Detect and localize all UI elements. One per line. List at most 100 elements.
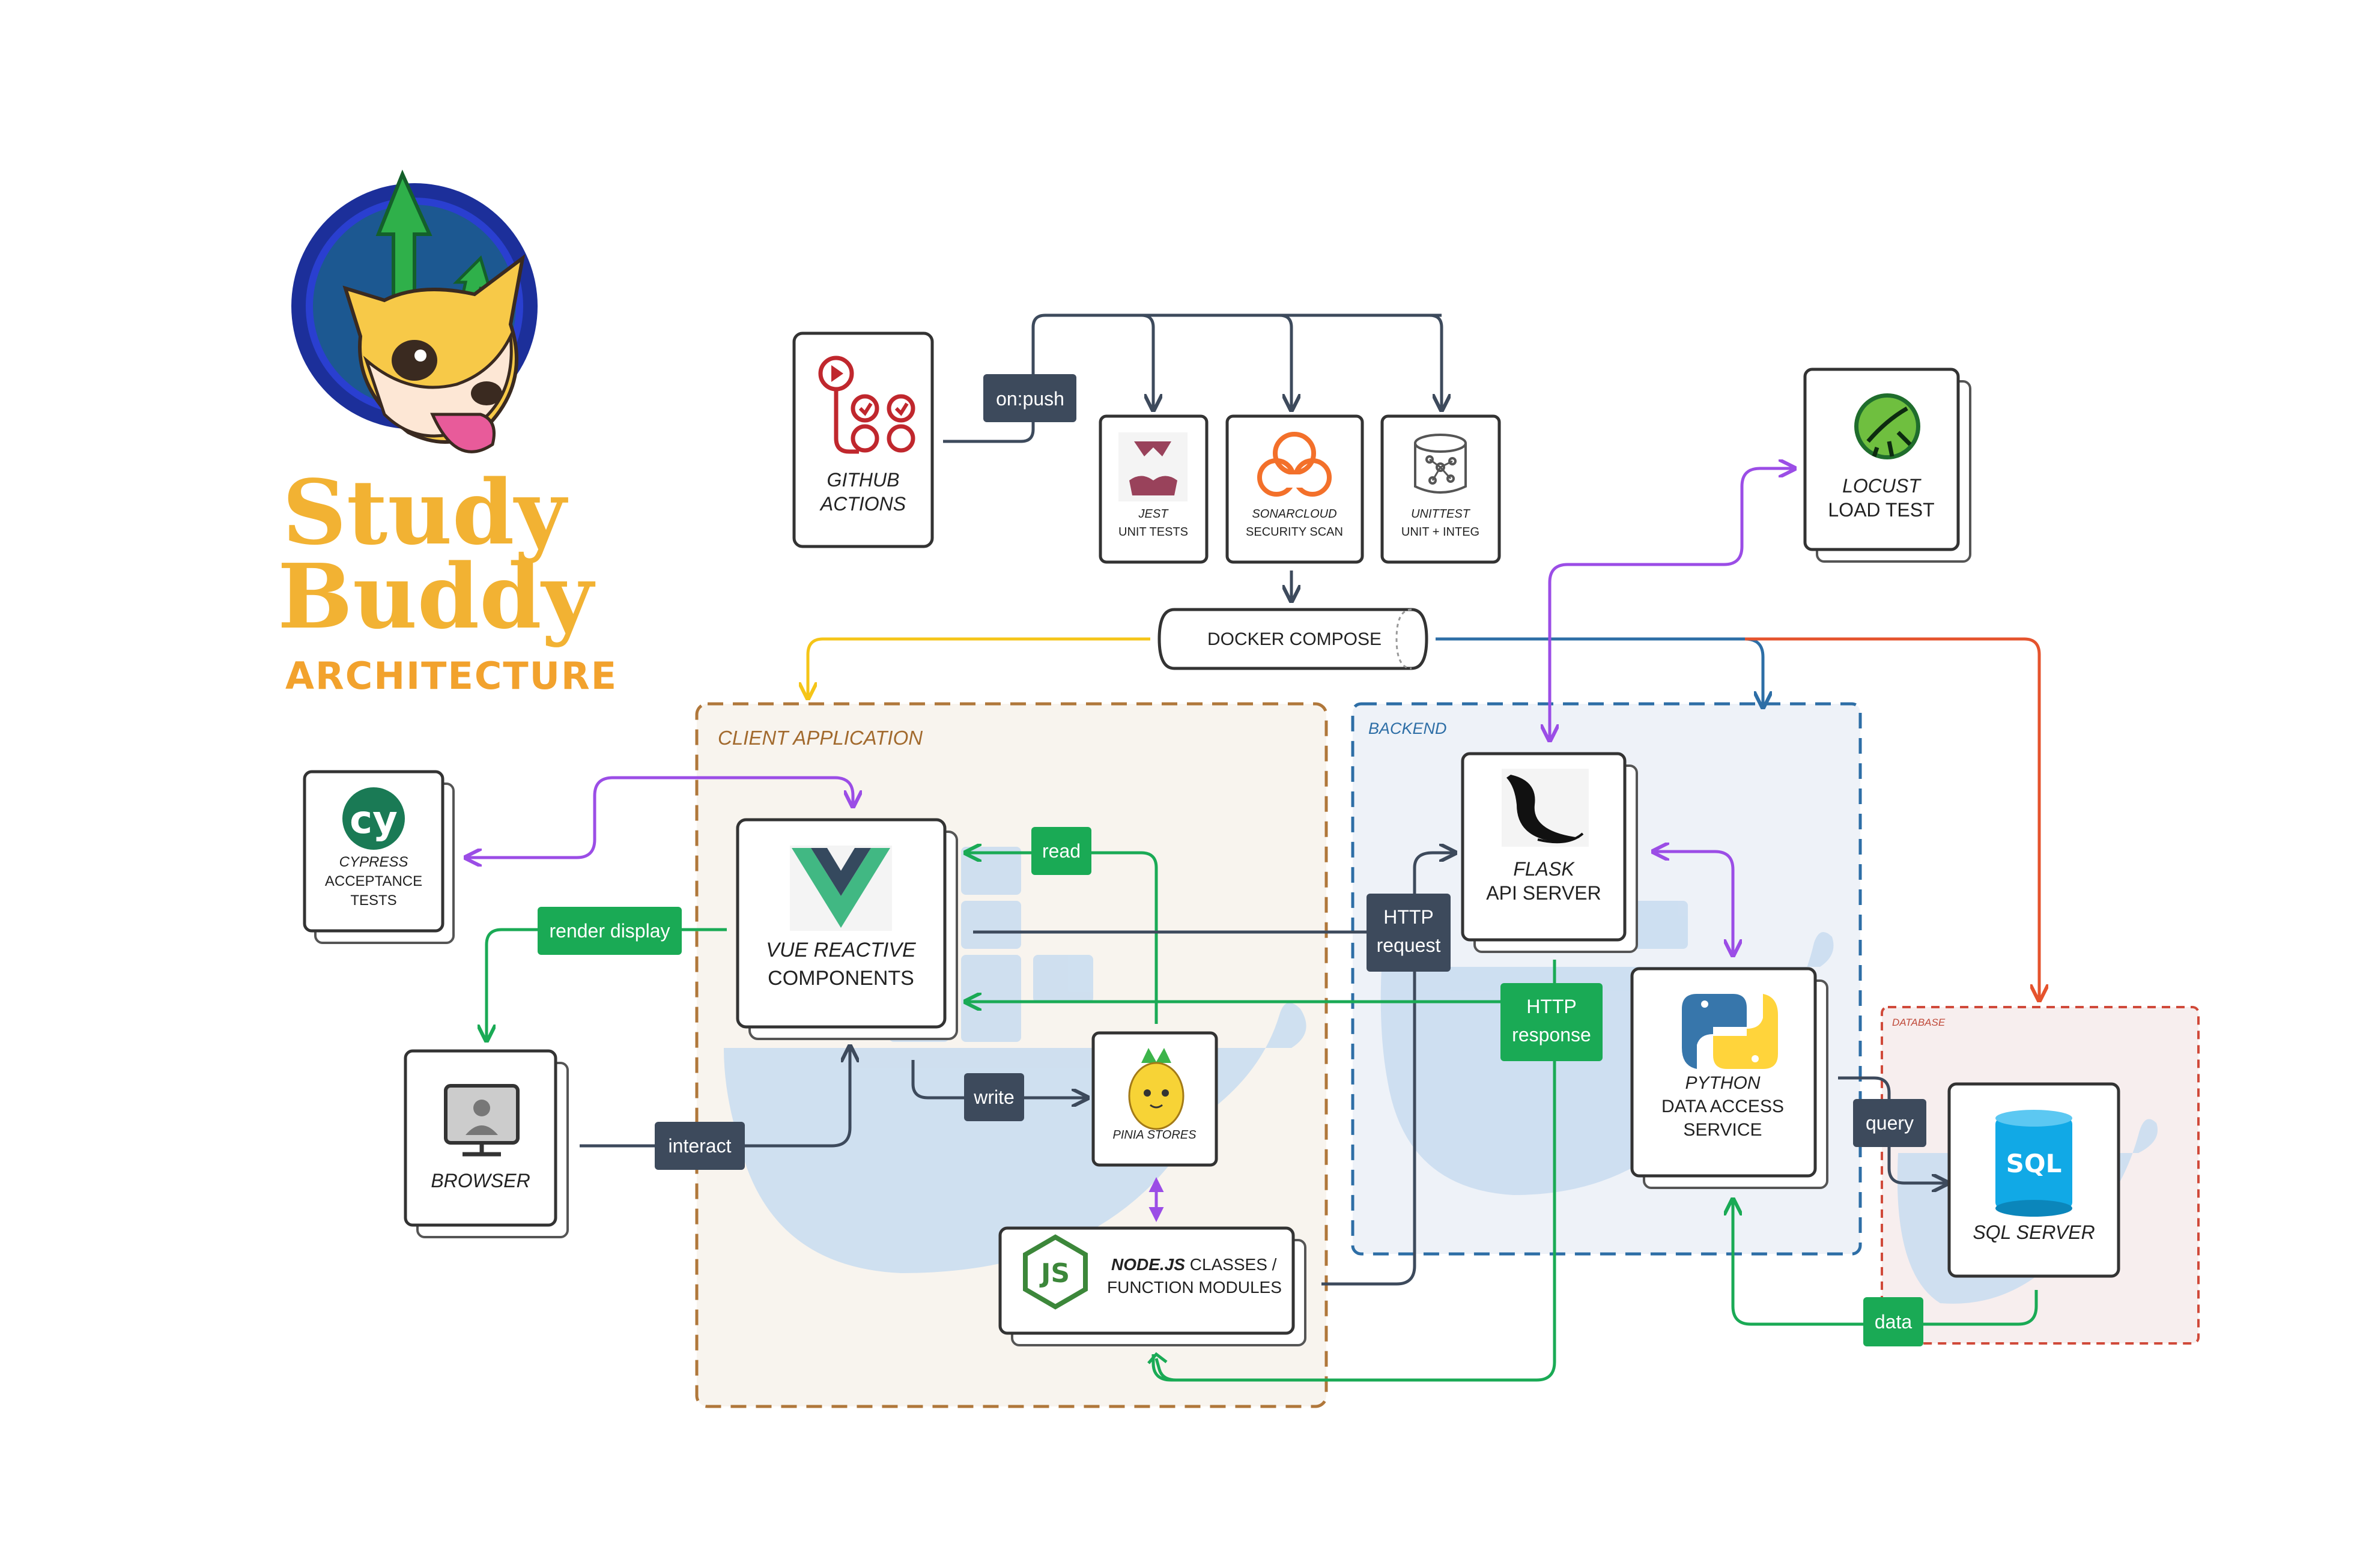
cypress-label-1: CYPRESS: [339, 854, 408, 870]
python-card: PYTHON DATA ACCESS SERVICE: [1630, 967, 1828, 1189]
cypress-label-3: TESTS: [350, 892, 396, 909]
brand-title-line1: Study: [282, 460, 568, 565]
pinia-icon: [1128, 1048, 1185, 1130]
compose-to-database-arrow: [1745, 637, 2039, 999]
python-label-1: PYTHON: [1685, 1073, 1760, 1093]
vue-label-2: COMPONENTS: [768, 967, 914, 990]
svg-text:JS: JS: [1039, 1258, 1070, 1289]
python-label-2: DATA ACCESS: [1661, 1097, 1784, 1116]
svg-text:cy: cy: [350, 798, 398, 843]
flask-label-1: FLASK: [1513, 858, 1575, 880]
nodejs-label-1a: NODE.JS: [1111, 1255, 1185, 1274]
cypress-vue-arrow: [467, 776, 853, 858]
docker-compose-node: DOCKER COMPOSE: [1157, 608, 1428, 670]
database-region-title: DATABASE: [1892, 1017, 1946, 1028]
vue-icon: [790, 846, 892, 931]
flask-icon: [1502, 769, 1589, 847]
backend-region-title: BACKEND: [1368, 719, 1447, 737]
locust-icon: [1854, 393, 1920, 459]
brand-logo: [291, 169, 538, 453]
nodejs-label-1b: CLASSES /: [1185, 1255, 1277, 1274]
render-display-label: render display: [550, 920, 670, 942]
pinia-card: PINIA STORES: [1091, 1031, 1218, 1167]
locust-card: LOCUST LOAD TEST: [1803, 368, 1971, 563]
nodejs-label-1: NODE.JS CLASSES /: [1111, 1255, 1277, 1274]
vue-label-1: VUE REACTIVE: [766, 939, 916, 961]
python-label-3: SERVICE: [1683, 1120, 1762, 1140]
sonarcloud-icon: [1257, 432, 1332, 497]
jest-card: JEST UNIT TESTS: [1099, 414, 1209, 564]
vue-card: VUE REACTIVE COMPONENTS: [736, 818, 958, 1040]
github-actions-icon: [818, 356, 915, 454]
edge-label-write: write: [964, 1073, 1024, 1121]
http-response-label-2: response: [1512, 1024, 1591, 1046]
nodejs-label-2: FUNCTION MODULES: [1107, 1278, 1282, 1297]
edge-label-data: data: [1863, 1297, 1923, 1346]
interact-label: interact: [669, 1135, 732, 1157]
ci-to-sonarcloud-arrow: [1279, 313, 1291, 408]
jest-label-2: UNIT TESTS: [1118, 525, 1188, 539]
sonarcloud-label-1: SONARCLOUD: [1252, 507, 1336, 521]
http-response-to-nodejs-tail: [1154, 1358, 1177, 1382]
sql-server-icon: SQL: [1995, 1110, 2072, 1217]
ci-to-unittest-arrow: [1429, 313, 1442, 408]
cypress-icon: cy: [342, 787, 405, 850]
brand-subtitle: ARCHITECTURE: [285, 654, 617, 698]
http-request-label-1: HTTP: [1383, 906, 1434, 928]
flask-python-arrow: [1655, 852, 1733, 954]
ci-to-jest-arrow: [1141, 313, 1153, 408]
data-label: data: [1875, 1311, 1912, 1333]
interact-arrow: [580, 1048, 850, 1148]
edge-label-render-display: render display: [538, 907, 682, 955]
cypress-label-2: ACCEPTANCE: [325, 873, 422, 889]
unittest-label-2: UNIT + INTEG: [1401, 525, 1479, 539]
edge-label-read: read: [1031, 827, 1091, 875]
nodejs-card: JS NODE.JS CLASSES / FUNCTION MODULES: [998, 1226, 1306, 1346]
brand-title-line2: Buddy: [278, 544, 596, 649]
jest-icon: [1118, 432, 1188, 501]
compose-to-backend-arrow: [1436, 637, 1763, 706]
sonarcloud-card: SONARCLOUD SECURITY SCAN: [1225, 414, 1364, 564]
sqlserver-label: SQL SERVER: [1973, 1221, 2095, 1243]
browser-card: BROWSER: [404, 1049, 569, 1238]
edge-label-on-push: on:push: [983, 374, 1076, 422]
cypress-card: cy CYPRESS ACCEPTANCE TESTS: [303, 770, 455, 944]
nodejs-icon: JS: [1023, 1234, 1088, 1310]
jest-label-1: JEST: [1138, 507, 1169, 521]
edge-label-http-request: HTTP request: [1367, 894, 1451, 972]
github-actions-card: GITHUB ACTIONS: [792, 331, 934, 548]
edge-label-interact: interact: [655, 1122, 745, 1170]
unittest-icon: [1414, 434, 1467, 494]
github-actions-label-2: ACTIONS: [819, 493, 906, 515]
client-region-title: CLIENT APPLICATION: [718, 727, 923, 749]
read-label: read: [1042, 840, 1081, 862]
flask-label-2: API SERVER: [1486, 882, 1601, 904]
locust-label-2: LOAD TEST: [1828, 499, 1934, 521]
http-response-label-1: HTTP: [1526, 996, 1577, 1017]
sonarcloud-label-2: SECURITY SCAN: [1246, 525, 1343, 539]
sql-server-icon-text: SQL: [2006, 1149, 2062, 1178]
github-actions-label-1: GITHUB: [827, 469, 900, 491]
browser-label: BROWSER: [431, 1170, 530, 1191]
sqlserver-card: SQL SQL SERVER: [1947, 1082, 2120, 1278]
write-label: write: [973, 1086, 1015, 1108]
python-icon: [1682, 994, 1778, 1069]
edge-label-http-response: HTTP response: [1500, 983, 1603, 1061]
browser-icon: [444, 1084, 520, 1157]
unittest-label-1: UNITTEST: [1411, 507, 1471, 521]
pinia-label: PINIA STORES: [1113, 1128, 1197, 1142]
on-push-label: on:push: [996, 388, 1064, 410]
http-request-arrow: [1321, 853, 1454, 1286]
locust-label-1: LOCUST: [1842, 475, 1922, 497]
http-response-line: [1151, 960, 1556, 1382]
http-response-to-nodejs-head: [1147, 1352, 1168, 1364]
http-request-label-2: request: [1377, 934, 1441, 956]
read-arrow: [967, 853, 1158, 1024]
locust-flask-arrow: [1550, 468, 1793, 739]
flask-card: FLASK API SERVER: [1461, 752, 1638, 953]
write-arrow: [911, 1060, 1086, 1098]
compose-to-client-arrow: [808, 637, 1150, 697]
unittest-card: UNITTEST UNIT + INTEG: [1380, 414, 1501, 564]
